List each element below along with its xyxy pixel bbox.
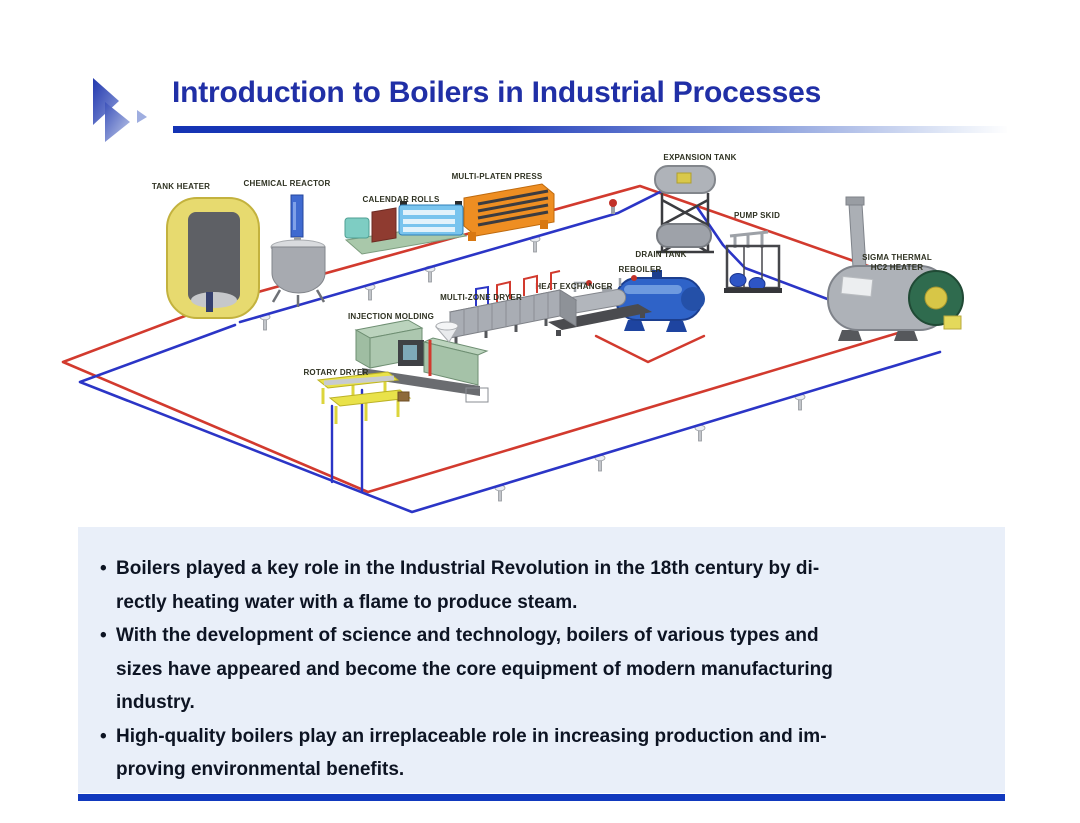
- title-arrows-icon: [93, 78, 147, 142]
- pipe-valve-icon: [609, 199, 617, 214]
- rotary-dryer-label: ROTARY DRYER: [303, 368, 368, 377]
- arrow-large-icon: [93, 78, 119, 125]
- pipe-network: [61, 184, 942, 514]
- cold-pipe-outer-loop: [78, 323, 942, 514]
- tank-heater-label: TANK HEATER: [152, 182, 210, 191]
- expansion-tank-label: EXPANSION TANK: [663, 153, 736, 162]
- chemical-reactor-label: CHEMICAL REACTOR: [244, 179, 331, 188]
- sigma-thermal-heater-label: SIGMA THERMAL: [862, 253, 932, 262]
- cold-pipe-top-run: [238, 186, 670, 324]
- bullet-item: • With the development of science and te…: [100, 619, 975, 720]
- bullet-text: High-quality boilers play an irreplaceab…: [116, 725, 827, 781]
- pump-skid-figure: PUMP SKID: [724, 211, 782, 293]
- calendar-rolls-label: CALENDAR ROLLS: [362, 195, 439, 204]
- tank-heater-figure: TANK HEATER: [152, 182, 260, 319]
- bullet-marker: •: [100, 625, 107, 646]
- bullet-marker: •: [100, 725, 107, 747]
- bottom-accent-bar: [78, 794, 1005, 801]
- pump-skid-label: PUMP SKID: [734, 211, 780, 220]
- info-box: • Boilers played a key role in the Indus…: [78, 527, 1005, 793]
- chemical-reactor-figure: CHEMICAL REACTOR: [244, 179, 331, 307]
- bullet-text: Boilers played a key role in the Industr…: [116, 558, 820, 613]
- arrow-small-icon: [137, 110, 147, 123]
- drain-tank-label: DRAIN TANK: [635, 250, 686, 259]
- sigma-thermal-heater-label-2: HC2 HEATER: [871, 263, 924, 272]
- hot-pipe-exchanger-branch: [594, 334, 706, 364]
- multi-platen-press-label: MULTI-PLATEN PRESS: [452, 172, 543, 181]
- title-underline: [173, 126, 1007, 133]
- rotary-dryer-figure: ROTARY DRYER: [303, 368, 412, 424]
- bullet-item: • Boilers played a key role in the Indus…: [100, 552, 975, 619]
- process-diagram: TANK HEATER CHEMICAL REACTOR CALENDAR RO…: [61, 153, 964, 514]
- expansion-tank-figure: EXPANSION TANK DRAIN TANK: [635, 153, 736, 259]
- slide-title: Introduction to Boilers in Industrial Pr…: [172, 76, 822, 109]
- reboiler-figure: REBOILER: [615, 265, 705, 332]
- multi-platen-press-figure: MULTI-PLATEN PRESS: [452, 172, 555, 241]
- cold-pipe-pump-run: [695, 205, 840, 305]
- sigma-thermal-heater-figure: SIGMA THERMAL HC2 HEATER: [827, 196, 964, 341]
- reboiler-label: REBOILER: [619, 265, 662, 274]
- bullet-marker: •: [100, 558, 107, 579]
- arrow-medium-icon: [105, 102, 130, 142]
- hot-pipe-outer-loop: [61, 300, 910, 494]
- calendar-rolls-figure: CALENDAR ROLLS: [344, 195, 468, 255]
- bullet-text: With the development of science and tech…: [116, 625, 833, 713]
- multi-zone-dryer-figure: MULTI-ZONE DRYER: [440, 270, 578, 344]
- hot-pipe-top-run: [220, 184, 910, 304]
- multi-zone-dryer-label: MULTI-ZONE DRYER: [440, 293, 522, 302]
- injection-molding-label: INJECTION MOLDING: [348, 312, 434, 321]
- bullet-item: • High-quality boilers play an irreplace…: [100, 720, 975, 787]
- heat-exchanger-label: HEAT EXCHANGER: [535, 282, 612, 291]
